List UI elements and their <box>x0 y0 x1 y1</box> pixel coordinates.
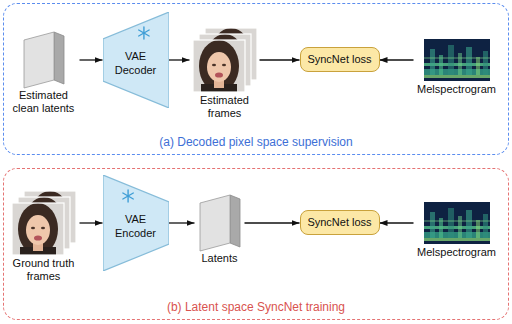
frames-node: Ground truth frames <box>8 191 80 283</box>
node-label: VAE Encoder <box>110 213 162 239</box>
spectrogram-image <box>424 202 490 244</box>
frames-stack <box>12 191 76 257</box>
melspectrogram-node: Melspectrogram <box>414 39 500 96</box>
spectrogram-image <box>424 39 490 81</box>
dashed-panel: (b) Latent space SyncNet training Ground … <box>3 168 509 320</box>
dashed-panel: (a) Decoded pixel space supervision Estim… <box>3 3 509 155</box>
latent-slab <box>200 195 240 251</box>
trapezoid-outline <box>103 12 169 108</box>
snowflake-spoke <box>138 30 148 36</box>
snowflake-icon <box>122 190 132 202</box>
latent-node: Latents <box>195 195 245 265</box>
node-label: Melspectrogram <box>414 83 500 96</box>
panel-caption: (a) Decoded pixel space supervision <box>159 135 352 149</box>
node-label: Ground truth frames <box>8 257 80 283</box>
node-label: VAE Decoder <box>110 50 162 76</box>
snowflake-spoke <box>122 193 132 199</box>
flow-arrow <box>80 222 103 223</box>
syncnet-loss-box: SyncNet loss <box>300 47 380 72</box>
face-frame <box>12 203 64 257</box>
snowflake-spoke <box>122 193 132 199</box>
latent-node: Estimated clean latents <box>8 32 80 115</box>
snowflake-spoke <box>138 30 148 36</box>
latent-face <box>24 32 54 88</box>
latent-side <box>230 195 240 247</box>
latent-slab <box>24 32 64 88</box>
latent-side <box>54 32 64 84</box>
trapezoid-outline <box>103 175 169 271</box>
text-holder: VAE Decoder <box>110 50 162 76</box>
node-label: SyncNet loss <box>307 216 373 229</box>
icon-spacer <box>414 202 500 244</box>
flow-arrow <box>380 222 414 223</box>
icon-spacer <box>190 28 260 92</box>
node-label: SyncNet loss <box>307 53 373 66</box>
icon-spacer <box>414 39 500 81</box>
icon-spacer <box>8 191 80 255</box>
flow-arrow <box>169 222 195 223</box>
node-label: Latents <box>195 252 245 265</box>
snowflake-icon <box>138 27 148 39</box>
face-frame <box>193 40 245 94</box>
syncnet-loss-box: SyncNet loss <box>300 210 380 235</box>
vae-decoder: VAE Decoder <box>103 12 169 108</box>
node-label: Melspectrogram <box>414 246 500 259</box>
melspectrogram-node: Melspectrogram <box>414 202 500 259</box>
icon-spacer <box>8 32 80 87</box>
flow-arrow <box>169 59 190 60</box>
flow-arrow <box>245 222 300 223</box>
flow-arrow <box>80 59 103 60</box>
frames-node: Estimated frames <box>190 28 260 120</box>
text-holder: VAE Encoder <box>110 213 162 239</box>
flow-arrow <box>260 59 300 60</box>
icon-spacer <box>195 195 245 250</box>
frames-stack <box>193 28 257 94</box>
node-label: Estimated frames <box>190 94 260 120</box>
flow-arrow <box>380 59 414 60</box>
node-label: Estimated clean latents <box>8 89 80 115</box>
vae-encoder: VAE Encoder <box>103 175 169 271</box>
latent-face <box>200 195 230 251</box>
panel-caption: (b) Latent space SyncNet training <box>167 300 345 314</box>
